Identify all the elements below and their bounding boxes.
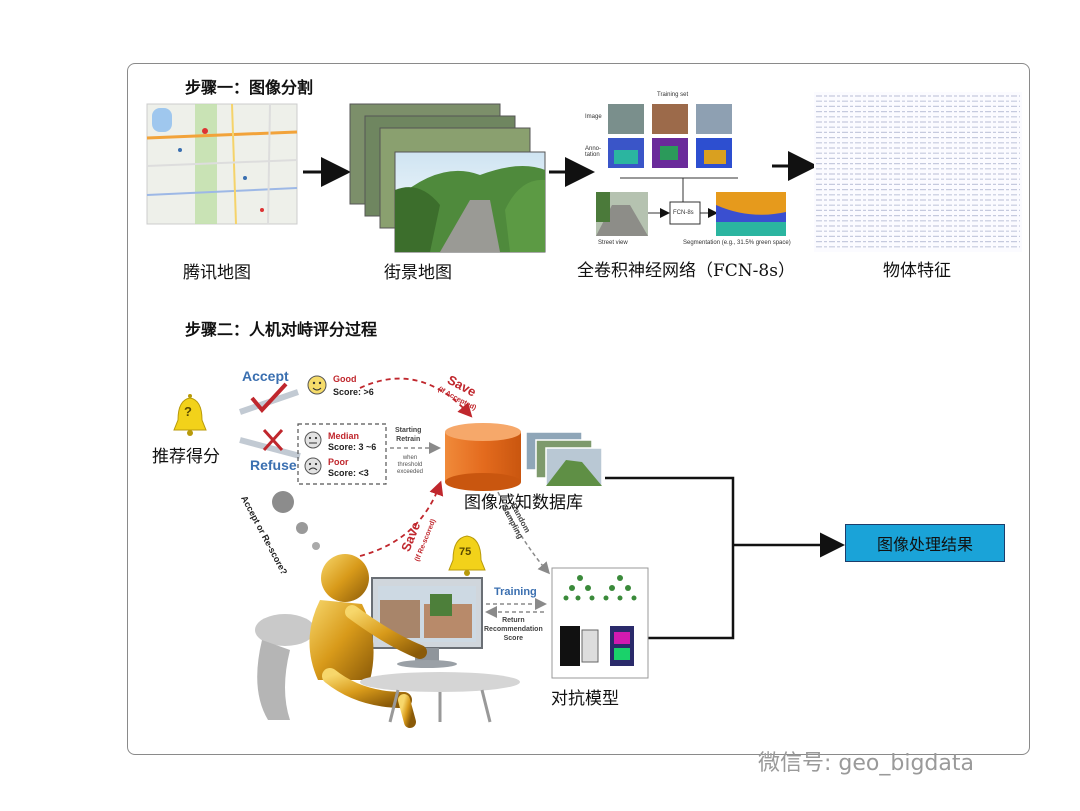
median-label: Median <box>328 431 360 441</box>
threshold-label: when threshold exceeded <box>397 455 424 475</box>
database-photos <box>525 431 603 487</box>
poor-smiley-icon <box>304 457 322 475</box>
poor-label: Poor <box>328 457 349 467</box>
save-rescored-arrow <box>359 480 444 557</box>
street-view-stack <box>349 103 546 253</box>
watermark: 微信号: geo_bigdata <box>758 751 974 776</box>
score-bubble-value: 75 <box>459 546 472 558</box>
fcn-panel <box>596 104 786 236</box>
fcn-image-label: Image <box>585 114 602 120</box>
refuse-label: Refuse <box>250 457 297 473</box>
score-bell-icon <box>448 535 486 576</box>
adversarial-label: 对抗模型 <box>551 689 619 709</box>
return-score-label: Return Recommendation Score <box>484 617 543 642</box>
poor-score: Score: <3 <box>328 468 369 478</box>
fcn-annotation-label: Anno- tation <box>585 146 602 158</box>
refuse-group-box <box>297 423 387 485</box>
good-score: Score: >6 <box>333 387 374 397</box>
fcn-training-set: Training set <box>657 92 689 98</box>
computer-monitor <box>371 577 483 668</box>
good-smiley-icon <box>307 375 327 395</box>
thought-bubbles <box>272 491 320 550</box>
training-label: Training <box>494 586 537 598</box>
bell-question-mark: ? <box>184 404 192 419</box>
random-sampling-arrow <box>497 491 550 575</box>
tencent-map-thumbnail <box>146 103 298 225</box>
database-label: 图像感知数据库 <box>464 493 583 513</box>
accept-label: Accept <box>242 368 289 384</box>
accept-arrow <box>239 382 299 415</box>
desk <box>360 672 520 723</box>
fcn-box-label: FCN-8s <box>673 210 694 216</box>
fcn-segmentation-label: Segmentation (e.g., 31.5% green space) <box>683 240 791 246</box>
median-score: Score: 3 ~6 <box>328 442 377 452</box>
fcn-street-view-label: Street view <box>598 240 628 246</box>
db-connector <box>605 476 735 545</box>
median-smiley-icon <box>304 431 322 449</box>
result-box: 图像处理结果 <box>845 524 1005 562</box>
refuse-arrow <box>239 428 301 459</box>
feature-table <box>814 92 1022 252</box>
bell-icon <box>173 394 207 436</box>
fcn-label: 全卷积神经网络（FCN-8s） <box>577 261 795 281</box>
database-icon <box>445 423 521 491</box>
street-label: 街景地图 <box>384 263 452 283</box>
starting-retrain-label: Starting Retrain <box>395 427 422 443</box>
adversarial-model-panel <box>551 567 649 679</box>
step2-title: 步骤二：人机对峙评分过程 <box>185 320 378 339</box>
map-label: 腾讯地图 <box>183 263 251 283</box>
golden-figure <box>255 554 427 728</box>
features-label: 物体特征 <box>883 261 951 281</box>
step1-title: 步骤一：图像分割 <box>185 78 314 97</box>
model-connector <box>648 545 735 640</box>
recommend-label: 推荐得分 <box>152 447 220 467</box>
good-label: Good <box>333 374 357 384</box>
